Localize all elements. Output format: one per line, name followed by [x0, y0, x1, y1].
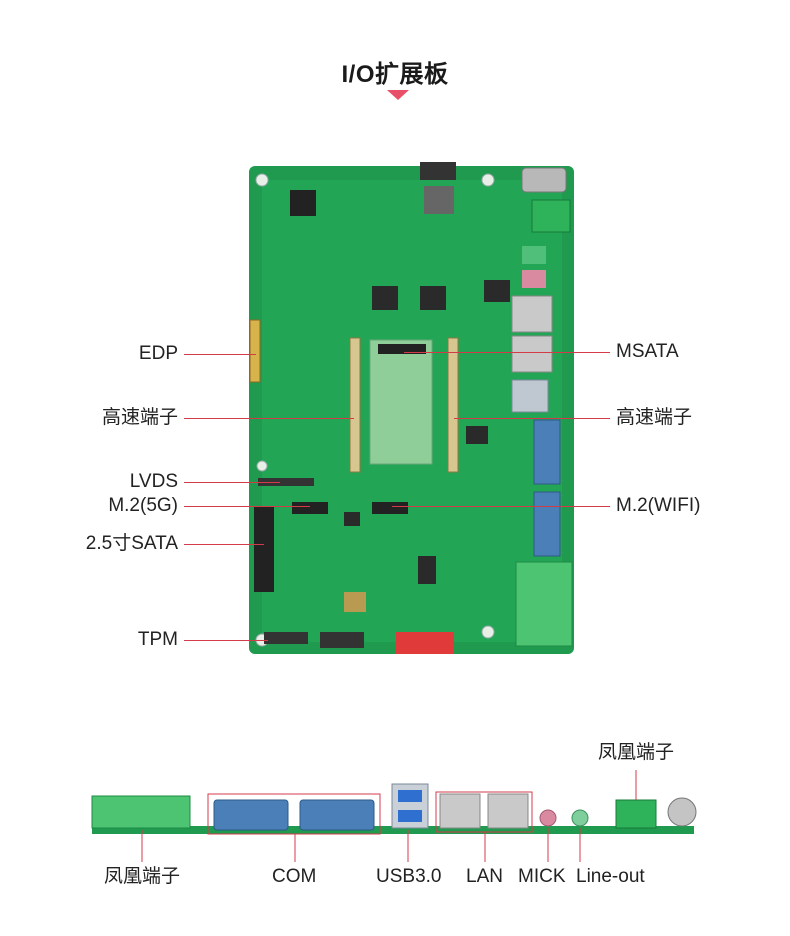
com-frame — [207, 793, 381, 835]
audio-jack — [522, 270, 546, 288]
lineout-jack — [571, 809, 589, 827]
chip — [344, 512, 360, 526]
leader-msata — [404, 352, 610, 353]
leader-m2-5g — [184, 506, 310, 507]
sim-holder — [344, 592, 366, 612]
com-port — [533, 491, 561, 557]
label-m2-5g: M.2(5G) — [108, 495, 178, 516]
label-sata: 2.5寸SATA — [85, 533, 178, 554]
label-lvds: LVDS — [129, 471, 178, 492]
phoenix-block-left — [91, 795, 191, 829]
label-m2-wifi: M.2(WIFI) — [616, 495, 701, 516]
usb-tongue — [398, 790, 422, 802]
green-terminal-top — [531, 199, 571, 233]
mount-hole — [255, 173, 269, 187]
label-lan: LAN — [466, 866, 503, 887]
phoenix-block-right — [615, 799, 657, 829]
sata-connector — [254, 506, 274, 592]
edp-connector — [249, 319, 261, 383]
lan-frame — [435, 791, 533, 833]
label-com: COM — [272, 866, 317, 887]
highspeed-connector — [447, 337, 459, 473]
mount-hole — [481, 173, 495, 187]
msata-slot — [378, 344, 426, 354]
chip — [466, 426, 488, 444]
usb-tongue — [398, 810, 422, 822]
label-edp: EDP — [138, 343, 178, 364]
label-msata: MSATA — [616, 341, 679, 362]
label-highspeed-left: 高速端子 — [101, 407, 178, 428]
switch — [290, 190, 316, 216]
title-marker — [387, 90, 409, 100]
top-header — [420, 162, 456, 180]
com-port — [533, 419, 561, 485]
usb-port — [511, 379, 549, 413]
label-phoenix-right: 凤凰端子 — [598, 742, 675, 763]
lan-connector — [487, 793, 529, 829]
m2-slot — [372, 502, 408, 514]
lan-port — [511, 335, 553, 373]
lan-connector — [439, 793, 481, 829]
power-jack — [521, 167, 567, 193]
chip — [420, 286, 446, 310]
label-tpm: TPM — [137, 629, 178, 650]
mount-hole — [256, 460, 268, 472]
label-mick: MICK — [518, 866, 566, 887]
leader-tpm — [184, 640, 268, 641]
com-connector — [299, 799, 375, 831]
leader-lvds — [184, 482, 280, 483]
lvds-header — [258, 478, 314, 486]
com-connector — [213, 799, 289, 831]
ic-chip — [418, 556, 436, 584]
inductor — [424, 186, 454, 214]
tpm-header — [264, 632, 308, 644]
leader-highspeed-right — [454, 418, 610, 419]
label-lineout: Line-out — [576, 866, 645, 887]
mic-jack — [539, 809, 557, 827]
red-header — [396, 632, 454, 654]
label-highspeed-right: 高速端子 — [616, 407, 693, 428]
bottom-header — [320, 632, 364, 648]
phoenix-terminal — [515, 561, 573, 647]
m2-slot — [292, 502, 328, 514]
label-usb: USB3.0 — [376, 866, 442, 887]
label-phoenix-left: 凤凰端子 — [104, 866, 181, 887]
chip — [372, 286, 398, 310]
leader-m2-wifi — [392, 506, 610, 507]
mount-hole — [481, 625, 495, 639]
leader-sata — [184, 544, 264, 545]
msata-area — [369, 339, 433, 465]
lan-port — [511, 295, 553, 333]
leader-highspeed-left — [184, 418, 354, 419]
page-title: I/O扩展板 — [341, 61, 449, 88]
audio-jack — [522, 246, 546, 264]
leader-edp — [184, 354, 256, 355]
dc-jack — [667, 797, 697, 827]
chip — [484, 280, 510, 302]
highspeed-connector — [349, 337, 361, 473]
io-strip-pcb — [92, 826, 694, 834]
